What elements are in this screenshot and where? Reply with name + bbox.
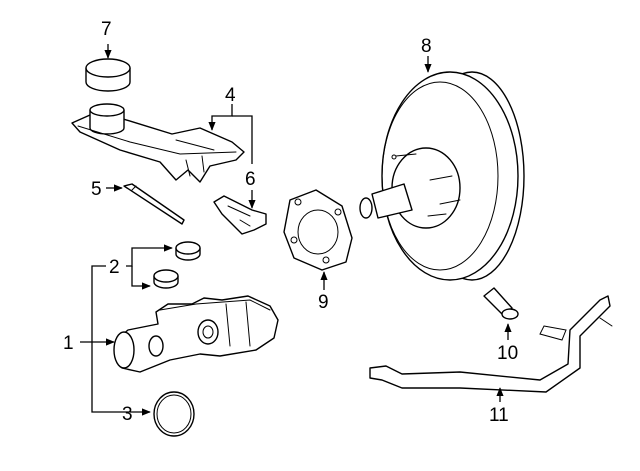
leader-2b xyxy=(131,266,151,290)
callout-9: 9 xyxy=(318,292,329,313)
callout-6: 6 xyxy=(245,169,256,190)
callout-11: 11 xyxy=(489,405,509,426)
brake-booster xyxy=(359,71,525,281)
booster-pin xyxy=(483,287,519,320)
leader-lines xyxy=(80,44,512,416)
leader-3 xyxy=(91,265,151,416)
leader-4b xyxy=(232,115,253,164)
callout-8: 8 xyxy=(421,36,432,57)
callout-1: 1 xyxy=(63,333,74,354)
callout-2: 2 xyxy=(109,257,120,278)
callout-5: 5 xyxy=(91,179,102,200)
level-sensor-connector xyxy=(213,195,267,235)
master-cylinder xyxy=(113,295,279,373)
reservoir-seals xyxy=(153,241,201,289)
master-cylinder-o-ring xyxy=(153,391,195,437)
leader-4a xyxy=(208,104,233,131)
callout-3: 3 xyxy=(122,404,133,425)
leader-2a xyxy=(126,244,173,267)
reservoir-cap xyxy=(85,58,131,92)
vacuum-hose xyxy=(369,295,613,393)
callout-4: 4 xyxy=(225,85,236,106)
brake-fluid-reservoir xyxy=(71,103,245,183)
callout-7: 7 xyxy=(101,19,112,40)
callout-labels: 7 4 6 5 8 2 1 3 9 10 11 xyxy=(63,19,518,426)
booster-gasket xyxy=(283,189,353,271)
level-sensor-probe xyxy=(123,183,185,225)
callout-10: 10 xyxy=(497,343,518,364)
